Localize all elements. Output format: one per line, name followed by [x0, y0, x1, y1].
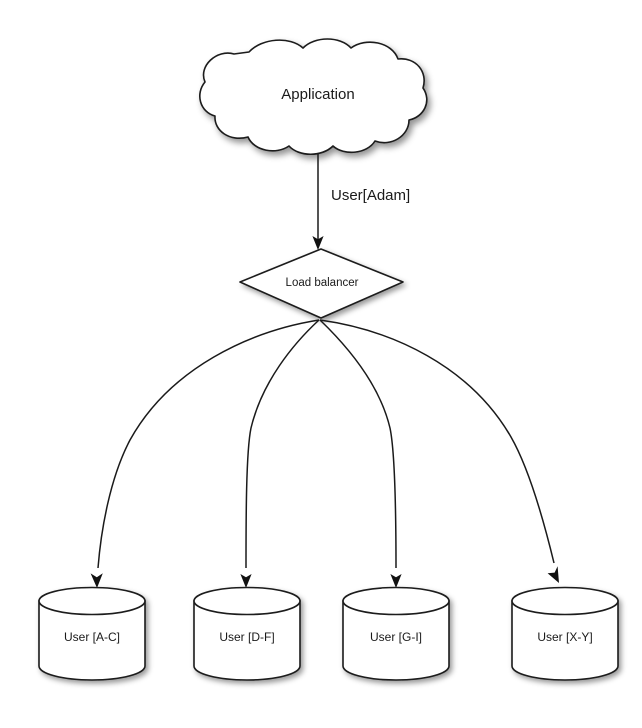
node-load-balancer[interactable]: Load balancer — [239, 248, 404, 319]
cylinder-body-4 — [511, 600, 619, 681]
edge-load-balancer-to-user-d-f — [240, 319, 320, 588]
cloud-shape — [199, 38, 428, 156]
fanout-edge-4-arrowhead — [547, 566, 559, 583]
cylinder-body-3 — [342, 600, 450, 681]
edge-load-balancer-to-user-x-y — [319, 319, 559, 583]
primary-edge-arrowhead — [312, 236, 324, 250]
store-user-x-y[interactable]: User [X-Y] — [511, 586, 619, 681]
fanout-edge-1-path — [97, 319, 320, 569]
fanout-edge-3-arrowhead — [390, 574, 402, 588]
node-application[interactable]: Application — [199, 38, 428, 156]
store-user-a-c[interactable]: User [A-C] — [38, 586, 146, 681]
store-user-g-i[interactable]: User [G-I] — [342, 586, 450, 681]
fanout-edge-1-arrowhead — [90, 573, 103, 588]
cylinder-top-2 — [193, 586, 301, 616]
cylinder-top-1 — [38, 586, 146, 616]
fanout-edge-2-arrowhead — [240, 574, 252, 588]
fanout-edge-4-path — [319, 319, 555, 564]
cylinder-top-4 — [511, 586, 619, 616]
cylinder-body-1 — [38, 600, 146, 681]
edge-load-balancer-to-user-g-i — [319, 319, 402, 588]
edge-application-to-load-balancer: User[Adam] — [312, 153, 410, 250]
primary-edge-label: User[Adam] — [331, 187, 410, 204]
store-label-user-a-c: User [A-C] — [64, 630, 120, 644]
fanout-edge-2-path — [245, 319, 320, 569]
cylinder-body-2 — [193, 600, 301, 681]
diamond-shape — [239, 248, 404, 319]
application-label: Application — [281, 86, 354, 103]
store-label-user-x-y: User [X-Y] — [537, 630, 592, 644]
cylinder-top-3 — [342, 586, 450, 616]
fanout-edges — [90, 319, 559, 588]
fanout-edge-3-path — [319, 319, 397, 569]
store-user-d-f[interactable]: User [D-F] — [193, 586, 301, 681]
store-label-user-g-i: User [G-I] — [370, 630, 422, 644]
store-label-user-d-f: User [D-F] — [219, 630, 274, 644]
edge-load-balancer-to-user-a-c — [90, 319, 320, 588]
load-balancer-label: Load balancer — [286, 277, 359, 289]
